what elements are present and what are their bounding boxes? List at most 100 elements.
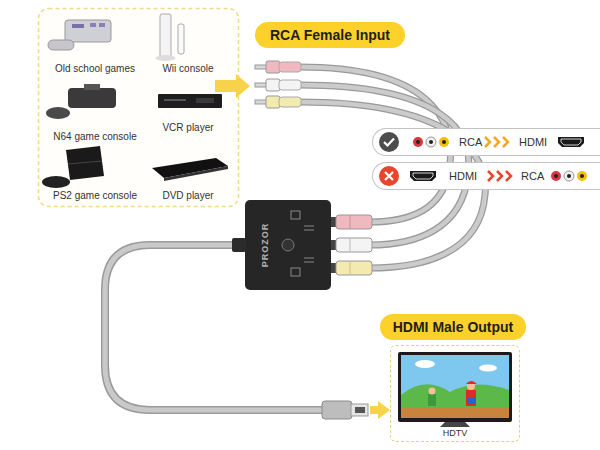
- rca-plug-white: [266, 79, 280, 91]
- rca-dot-center: [416, 140, 420, 144]
- screen-mario-head: [467, 382, 475, 390]
- check-mark: [384, 139, 394, 146]
- rca-plug-tip: [255, 65, 267, 69]
- device-label: VCR player: [162, 122, 213, 133]
- rca-plug-red: [266, 61, 280, 73]
- n64-console: [68, 88, 116, 108]
- node-text: RCA Female Input: [270, 27, 390, 43]
- rca-jack-ring: [350, 238, 351, 252]
- converter-icon: [291, 268, 300, 276]
- supported-row: RCA HDMI: [372, 128, 600, 156]
- hdmi-plug-contacts: [355, 407, 365, 413]
- hdmi-port-inner: [413, 173, 433, 179]
- screen-character-head: [429, 388, 436, 395]
- vcr-display: [196, 98, 214, 103]
- screen-mario: [466, 390, 476, 406]
- rca-dot-yellow: [577, 171, 587, 181]
- rca-plug-housing: [279, 62, 301, 72]
- snes-console: [65, 20, 111, 42]
- snes-slider: [72, 24, 84, 28]
- rca-dot-center: [580, 174, 584, 178]
- rca-plug-tip: [255, 100, 267, 104]
- rca-dot-center: [442, 140, 446, 144]
- rca-plug-housing: [279, 97, 301, 107]
- check-icon: [379, 132, 399, 152]
- tv-bezel: [398, 352, 512, 422]
- screen-character: [428, 394, 436, 406]
- converter-marks: [304, 226, 314, 262]
- tv-stand: [440, 422, 470, 427]
- node-text: RCA: [459, 136, 482, 148]
- rca-jack-ring: [350, 215, 351, 229]
- unsupported-row: HDMI RCA: [372, 162, 600, 190]
- device-label: N64 game console: [53, 131, 136, 142]
- device-label: Old school games: [55, 63, 135, 74]
- hdmi-port-icon: [558, 137, 584, 147]
- rca-dot-white: [564, 171, 574, 181]
- rca-dot-yellow: [439, 137, 449, 147]
- snes-button: [90, 23, 96, 27]
- vcr-slot: [164, 99, 186, 101]
- input-arrow: [215, 74, 250, 98]
- rca-plug-housing: [279, 80, 301, 90]
- input-pill: RCA Female Input: [255, 22, 405, 48]
- node-text: HDTV: [391, 428, 519, 438]
- node-text: PROZOR: [260, 223, 270, 268]
- cross-mark: [385, 172, 393, 180]
- rca-plug-tip: [255, 83, 267, 87]
- snes-controller: [48, 40, 74, 50]
- wii-stand: [156, 55, 176, 61]
- rca-dot-center: [429, 140, 433, 144]
- device-panel: [39, 9, 239, 207]
- output-pill: HDMI Male Output: [380, 314, 526, 340]
- screen-cloud: [479, 365, 497, 372]
- node-text: RCA: [521, 170, 544, 182]
- node-text: HDMI Male Output: [393, 319, 514, 335]
- screen-mario-cap: [466, 381, 477, 384]
- ps2-console: [66, 146, 104, 180]
- hdmi-plug: [322, 401, 352, 419]
- hdmi-plug-tip: [351, 404, 368, 416]
- device-label: Wii console: [162, 63, 213, 74]
- rca-plug-yellow: [266, 96, 280, 108]
- n64-slot: [84, 84, 100, 90]
- rca-jack-white: [336, 238, 372, 252]
- rca-jack-red: [336, 215, 372, 229]
- direction-chevrons: [488, 171, 511, 181]
- screen-mario-overalls: [467, 398, 475, 404]
- ps2-groove: [68, 161, 102, 164]
- rca-jack-yellow: [336, 261, 372, 275]
- converter-icon: [291, 211, 300, 219]
- dvd-front: [164, 166, 228, 181]
- device-label: PS2 game console: [53, 190, 137, 201]
- screen-cloud: [415, 360, 435, 368]
- rca-dot-center: [567, 174, 571, 178]
- screen-ground: [401, 408, 509, 418]
- output-arrow: [370, 401, 390, 419]
- ps2-controller: [42, 176, 70, 188]
- node-text: HDMI: [519, 136, 547, 148]
- screen-hills: [401, 384, 509, 418]
- vcr-player: [158, 94, 222, 108]
- node-text: HDMI: [449, 170, 477, 182]
- converter-button: [282, 239, 294, 251]
- rca-dot-center: [554, 174, 558, 178]
- tv-screen: [401, 355, 509, 418]
- hdmi-port-inner: [561, 139, 581, 145]
- wii-remote: [178, 24, 184, 54]
- converter-box: PROZOR: [245, 200, 331, 290]
- hdtv-frame: HDTV: [390, 345, 520, 442]
- rca-dot-red: [413, 137, 423, 147]
- wii-console: [160, 14, 171, 58]
- rca-dot-red: [551, 171, 561, 181]
- direction-chevrons: [485, 137, 508, 147]
- hdmi-port-icon: [410, 171, 436, 181]
- device-label: DVD player: [162, 190, 213, 201]
- rca-jack-ring: [350, 261, 351, 275]
- n64-controller: [46, 107, 70, 119]
- cross-icon: [379, 166, 399, 186]
- rca-dot-white: [426, 137, 436, 147]
